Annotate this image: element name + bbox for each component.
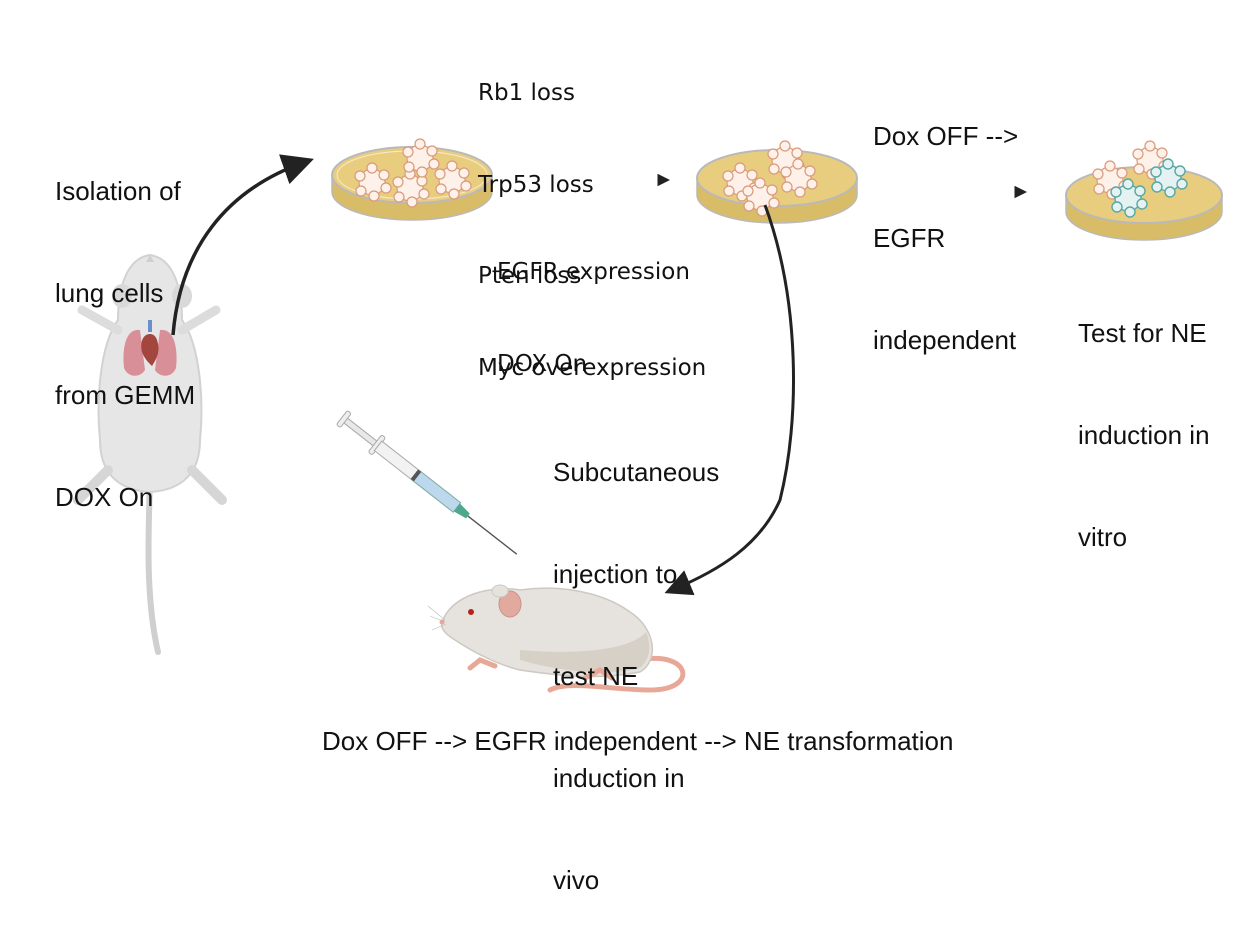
mouse-arm-left	[77, 305, 123, 335]
lungs-icon	[123, 329, 177, 376]
label-dox-off-step: Dox OFF --> EGFR independent	[873, 51, 1018, 391]
mouse-side-illustration	[427, 584, 686, 693]
mouse-eye	[468, 609, 474, 615]
label-line: independent	[873, 325, 1017, 355]
label-line: induction in	[1078, 420, 1210, 450]
petri-dish-1	[331, 138, 493, 221]
mouse-leg-right	[187, 465, 227, 505]
label-line: EGFR	[873, 223, 946, 253]
label-line: EGFR expression	[497, 259, 690, 285]
label-line: vitro	[1078, 522, 1128, 552]
petri-dish-3	[1065, 140, 1223, 241]
label-line: from GEMM	[55, 380, 196, 410]
label-line: Isolation of	[55, 176, 181, 206]
label-line: vivo	[553, 865, 600, 895]
label-line: DOX On	[497, 350, 588, 377]
label-line: DOX On	[55, 482, 154, 512]
label-line: Test for NE	[1078, 318, 1207, 348]
trachea-icon	[148, 320, 152, 332]
mouse-ear-left	[112, 284, 132, 308]
label-line: lung cells	[55, 278, 164, 308]
label-line: Rb1 loss	[478, 80, 575, 106]
label-line: injection to	[553, 559, 678, 589]
mouse-ear	[498, 590, 522, 618]
heart-icon	[141, 334, 159, 366]
label-line: Pten loss	[478, 263, 582, 289]
mouse-leg-left	[73, 465, 113, 505]
label-in-vivo: Subcutaneous injection to test NE induct…	[553, 387, 719, 931]
arrow-isolation-to-culture	[171, 154, 314, 336]
label-conclusion: Dox OFF --> EGFR independent --> NE tran…	[322, 726, 954, 756]
label-line: test NE	[553, 661, 639, 691]
label-isolation: Isolation of lung cells from GEMM DOX On	[55, 106, 195, 548]
label-egfr-step: EGFR expression DOX On	[497, 196, 690, 410]
mouse-tail	[547, 655, 686, 693]
diagram-canvas	[73, 138, 1223, 693]
petri-dish-2	[696, 140, 858, 224]
label-in-vitro: Test for NE induction in vitro	[1078, 248, 1210, 588]
syringe-icon	[336, 410, 518, 555]
label-line: Trp53 loss	[478, 171, 594, 198]
label-line: Subcutaneous	[553, 457, 720, 487]
mouse-arm-right	[177, 305, 221, 335]
label-line: Dox OFF -->	[873, 121, 1019, 151]
label-line: induction in	[553, 763, 685, 793]
mouse-tail	[145, 477, 161, 655]
arrow-injection-in-vivo	[664, 204, 795, 596]
label-mutations: Rb1 loss Trp53 loss Pten loss Myc overex…	[478, 17, 706, 414]
label-line: Myc overexpression	[478, 354, 707, 381]
